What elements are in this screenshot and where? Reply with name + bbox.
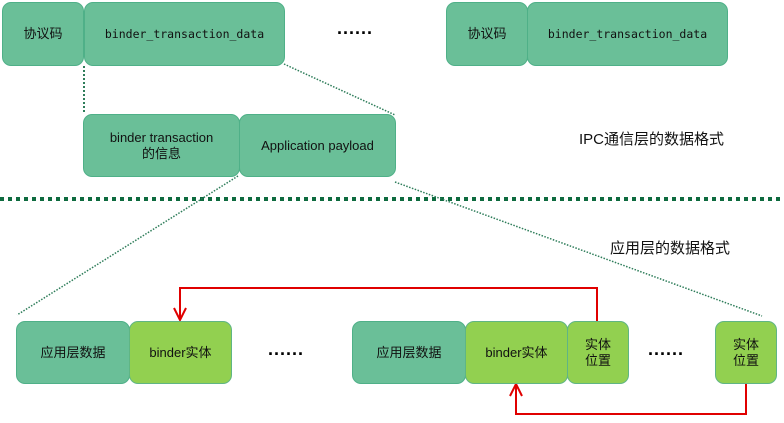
- binder-entity-box-2: binder实体: [465, 321, 568, 384]
- transaction-data-box-1: binder_transaction_data: [84, 2, 285, 66]
- protocol-code-box-1: 协议码: [2, 2, 84, 66]
- ipc-layer-title: IPC通信层的数据格式: [579, 131, 725, 148]
- binder-entity-label: binder实体: [149, 344, 212, 360]
- arrowhead-upper: [173, 307, 187, 323]
- transaction-info-line1: binder transaction: [109, 129, 214, 145]
- connector-right-top: [283, 63, 396, 116]
- binder-entity-box-1: binder实体: [129, 321, 232, 384]
- app-layer-title: 应用层的数据格式: [610, 240, 731, 257]
- transaction-data-label: binder_transaction_data: [104, 27, 265, 41]
- arrowhead-lower: [509, 381, 523, 397]
- app-data-box-2: 应用层数据: [352, 321, 466, 384]
- ellipsis-bottom-1: ......: [268, 339, 305, 359]
- reference-arrow-upper: [179, 287, 598, 322]
- app-data-label: 应用层数据: [40, 344, 106, 360]
- application-payload-label: Application payload: [261, 137, 374, 153]
- ellipsis-top: ......: [337, 18, 374, 38]
- entity-position-box-1: 实体 位置: [567, 321, 629, 384]
- application-payload-box: Application payload: [239, 114, 396, 177]
- protocol-code-box-2: 协议码: [446, 2, 528, 66]
- transaction-data-label: binder_transaction_data: [547, 27, 708, 41]
- entity-position-line2: 位置: [584, 352, 611, 368]
- protocol-code-label: 协议码: [467, 26, 507, 41]
- binder-entity-label: binder实体: [485, 344, 548, 360]
- protocol-code-label: 协议码: [23, 26, 63, 41]
- reference-arrow-lower: [515, 382, 747, 415]
- transaction-info-line2: 的信息: [141, 145, 181, 161]
- connector-left-bottom: [16, 175, 239, 316]
- entity-position-line2: 位置: [732, 352, 759, 368]
- entity-position-line1: 实体: [584, 336, 611, 352]
- entity-position-line1: 实体: [732, 336, 759, 352]
- entity-position-box-2: 实体 位置: [715, 321, 777, 384]
- transaction-data-box-2: binder_transaction_data: [527, 2, 728, 66]
- app-data-label: 应用层数据: [376, 344, 442, 360]
- app-data-box-1: 应用层数据: [16, 321, 130, 384]
- transaction-info-box: binder transaction 的信息: [83, 114, 240, 177]
- connector-right-bottom: [394, 181, 763, 317]
- ellipsis-bottom-2: ......: [648, 339, 685, 359]
